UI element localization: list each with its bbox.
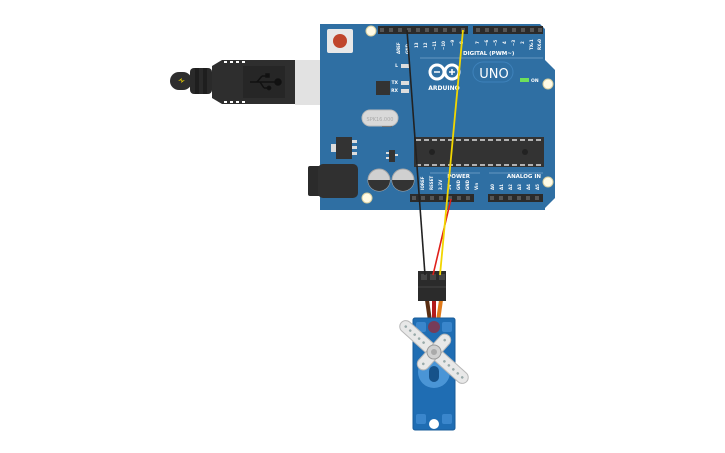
power-jack xyxy=(308,164,358,198)
small-transistor xyxy=(386,150,398,162)
led-tx-label: TX xyxy=(391,80,398,86)
pin-label: 4 xyxy=(502,41,507,44)
power-header-title: POWER xyxy=(447,174,471,180)
led-rx xyxy=(401,89,409,93)
model-label: UNO xyxy=(479,67,508,82)
brand-label: ARDUINO xyxy=(428,85,459,92)
pin-label: RX◂0 xyxy=(537,39,542,50)
pin-label: GND xyxy=(465,179,470,190)
power-header: POWER IOREF RESET 3.3V 5V GND GND Vin xyxy=(410,172,480,202)
led-rx-label: RX xyxy=(391,88,398,94)
pin-label: ~9 xyxy=(450,40,455,46)
pin-label: ~5 xyxy=(493,40,498,46)
pin-label: GND xyxy=(405,43,410,54)
usb-cable[interactable] xyxy=(170,60,335,105)
pin-label: ~3 xyxy=(511,40,516,46)
digital-header-title: DIGITAL (PWM~) xyxy=(463,51,515,57)
led-tx xyxy=(401,81,409,85)
pin-label: 2 xyxy=(520,41,525,44)
usb-chip xyxy=(376,81,390,95)
arduino-uno-board[interactable]: SPK16.000 L TX RX ON xyxy=(308,24,555,210)
wire-ground[interactable] xyxy=(406,29,426,276)
on-label: ON xyxy=(531,78,539,84)
pin-label: A3 xyxy=(517,184,522,190)
pin-label: ~10 xyxy=(441,41,446,50)
pin-label: A1 xyxy=(499,184,504,190)
servo-horn[interactable] xyxy=(387,306,482,398)
mounting-hole xyxy=(542,176,554,188)
pin-label: TX▸1 xyxy=(529,39,534,50)
usb-icon xyxy=(250,73,282,91)
pin-label: RESET xyxy=(429,176,434,190)
pin-label: A2 xyxy=(508,184,513,190)
pin-label: 7 xyxy=(475,41,480,44)
wire-signal[interactable] xyxy=(439,29,464,276)
led-l xyxy=(401,64,409,68)
atmega-chip xyxy=(414,137,544,167)
pin-label: 5V xyxy=(447,183,452,190)
on-led xyxy=(520,78,529,82)
voltage-regulator xyxy=(331,137,357,159)
pin-label: ~11 xyxy=(432,41,437,50)
mounting-hole xyxy=(542,78,554,90)
pin-label: Vin xyxy=(474,183,479,190)
pin-label: ~6 xyxy=(484,40,489,46)
pin-label: 3.3V xyxy=(438,179,443,190)
digital-header: AREF GND 13 12 ~11 ~10 ~9 8 7 ~6 ~5 4 ~3… xyxy=(378,26,543,59)
capacitor xyxy=(391,168,415,192)
wires xyxy=(406,29,464,276)
svg-text:SPK16.000: SPK16.000 xyxy=(367,117,394,123)
led-l-label: L xyxy=(395,63,398,69)
analog-header-title: ANALOG IN xyxy=(507,174,542,180)
pin-label: A0 xyxy=(490,184,495,190)
capacitor xyxy=(367,168,391,192)
mounting-hole xyxy=(365,25,377,37)
reset-button[interactable] xyxy=(327,29,353,53)
pin-label: GND xyxy=(456,179,461,190)
pin-label: 13 xyxy=(414,42,419,48)
pin-label: A5 xyxy=(535,184,540,190)
micro-servo[interactable] xyxy=(387,271,482,431)
pin-label: A4 xyxy=(526,184,531,190)
analog-header: ANALOG IN A0 A1 A2 A3 A4 A5 xyxy=(488,172,543,202)
pin-label: IOREF xyxy=(420,176,425,190)
servo-connector xyxy=(418,271,446,301)
crystal-oscillator: SPK16.000 xyxy=(361,109,399,127)
wire-power[interactable] xyxy=(432,198,452,276)
mounting-hole xyxy=(361,192,373,204)
pin-label: AREF xyxy=(396,42,401,54)
lightning-icon xyxy=(178,78,185,83)
pin-label: 12 xyxy=(423,42,428,48)
